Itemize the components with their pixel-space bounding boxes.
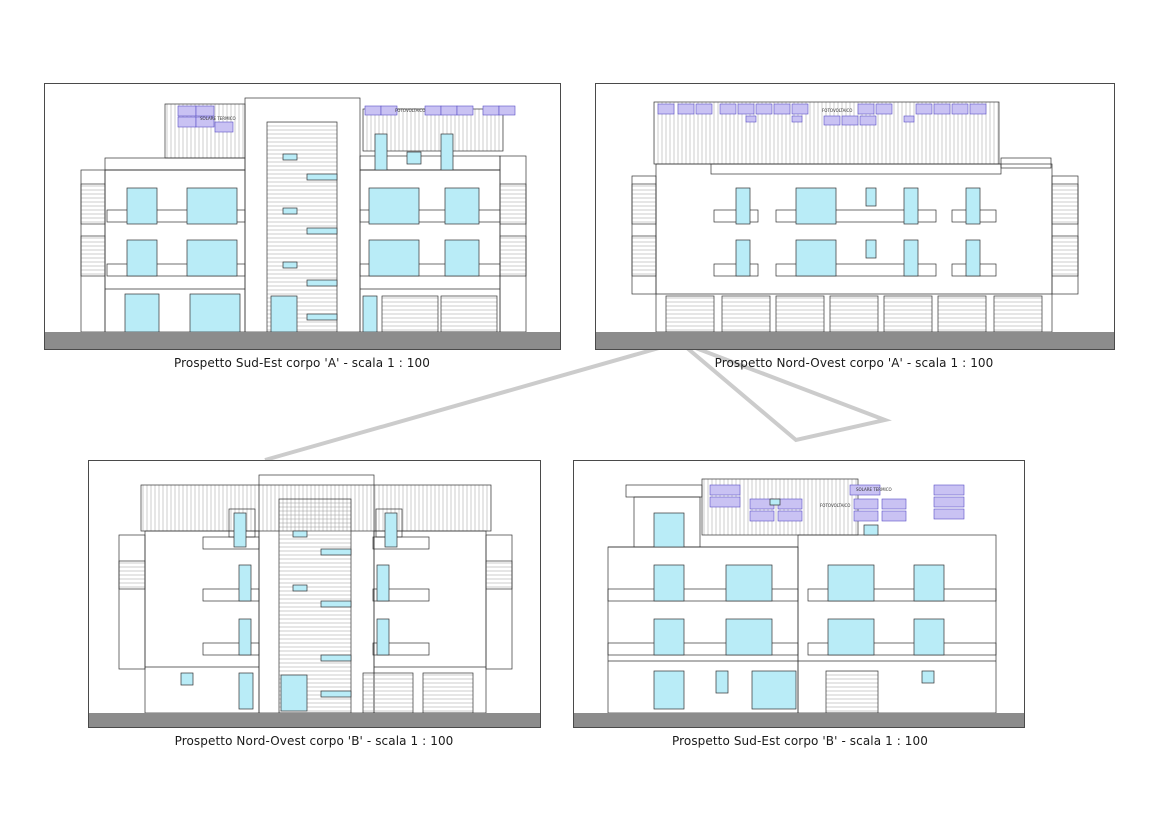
garage-door	[440, 295, 498, 333]
ground-strip	[574, 713, 1024, 727]
elevation-a-se-drawing: SOLARE TERMICO FOTOVOLTAICO	[45, 97, 560, 349]
elevation-b-se-drawing: SOLARE TERMICO FOTOVOLTAICO	[574, 478, 1024, 727]
windows	[124, 133, 480, 333]
caption-a-se: Prospetto Sud-Est corpo 'A' - scala 1 : …	[173, 356, 431, 370]
solar-thermal-label: SOLARE TERMICO	[200, 116, 236, 121]
photovoltaic-label: FOTOVOLTAICO	[395, 108, 425, 113]
elevation-a-se: SOLARE TERMICO FOTOVOLTAICO	[44, 83, 561, 350]
ground-strip	[89, 713, 540, 727]
windows	[653, 498, 945, 710]
caption-a-no: Prospetto Nord-Ovest corpo 'A' - scala 1…	[714, 356, 994, 370]
elevation-a-no-drawing: FOTOVOLTAICO	[596, 101, 1114, 349]
photovoltaic-label: FOTOVOLTAICO	[820, 503, 850, 508]
garage-doors	[665, 295, 1043, 333]
photovoltaic-panels	[657, 103, 987, 126]
ground-strip	[596, 332, 1114, 349]
side-block-left	[118, 534, 146, 670]
solar-thermal-label: SOLARE TERMICO	[856, 487, 892, 492]
garage-door	[381, 295, 439, 333]
garage-door	[422, 672, 474, 714]
photovoltaic-label: FOTOVOLTAICO	[822, 108, 852, 113]
side-block-right	[1051, 175, 1079, 295]
elevation-b-no	[88, 460, 541, 728]
elevation-b-no-drawing	[89, 474, 540, 727]
caption-b-no: Prospetto Nord-Ovest corpo 'B' - scala 1…	[174, 734, 454, 748]
connector-polyline	[264, 339, 892, 462]
solar-thermal-panels	[177, 105, 234, 133]
solar-panels	[709, 484, 965, 522]
caption-b-se: Prospetto Sud-Est corpo 'B' - scala 1 : …	[671, 734, 929, 748]
ground-strip	[45, 332, 560, 349]
side-block-right	[485, 534, 513, 670]
garage-door	[362, 672, 414, 714]
garage-door	[825, 670, 879, 714]
elevation-a-no: FOTOVOLTAICO	[595, 83, 1115, 350]
windows	[735, 187, 981, 277]
photovoltaic-panels	[364, 105, 516, 116]
windows	[180, 512, 398, 712]
elevation-b-se: SOLARE TERMICO FOTOVOLTAICO	[573, 460, 1025, 728]
side-block-left	[631, 175, 657, 295]
